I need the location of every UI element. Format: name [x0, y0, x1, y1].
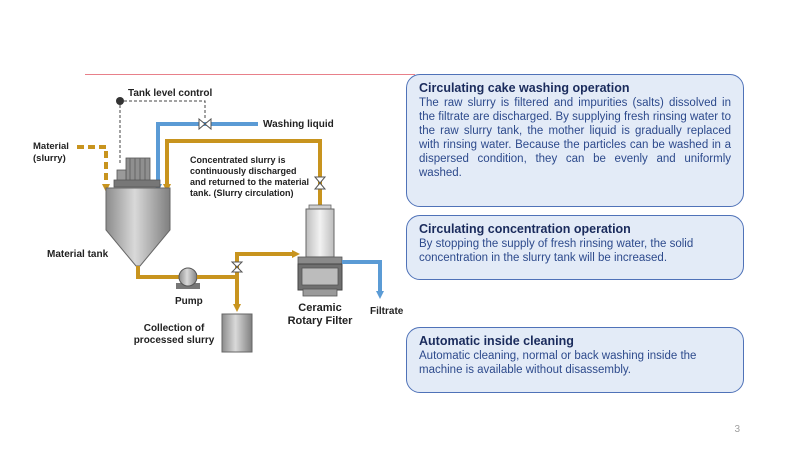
washing-valve-icon [198, 117, 212, 131]
return-valve-icon [313, 176, 327, 190]
material-tank [105, 187, 171, 267]
inside-cleaning-section: Automatic inside cleaning Automatic clea… [406, 327, 744, 393]
feed-valve-icon [230, 261, 244, 273]
material-inlet-line [77, 145, 110, 192]
section-title: Circulating concentration operation [419, 222, 631, 236]
ceramic-rotary-filter [297, 204, 343, 297]
header-rule [85, 74, 415, 75]
tank-level-control-label: Tank level control [128, 88, 213, 99]
collection-vessel [221, 313, 253, 353]
process-diagram [77, 97, 384, 353]
agitator-motor-icon [113, 157, 161, 188]
collection-label: Collection of processed slurry [133, 323, 215, 346]
page-number: 3 [734, 424, 740, 435]
section-body: The raw slurry is filtered and impuritie… [419, 97, 731, 179]
slurry-return-line [163, 139, 322, 205]
section-body: By stopping the supply of fresh rinsing … [419, 238, 694, 264]
ceramic-filter-label: Ceramic Rotary Filter [287, 302, 353, 327]
washing-liquid-label: Washing liquid [263, 119, 334, 130]
tank-outlet-line [136, 266, 180, 279]
cake-washing-section: Circulating cake washing operation The r… [406, 74, 744, 207]
pump-icon [176, 267, 200, 289]
level-sensor-icon [116, 97, 124, 105]
control-signal-line [124, 100, 206, 118]
material-tank-label: Material tank [47, 249, 109, 260]
material-slurry-label: Material (slurry) [33, 141, 69, 164]
section-title: Automatic inside cleaning [419, 334, 574, 348]
filtrate-label: Filtrate [370, 306, 404, 317]
concentrated-slurry-note: Concentrated slurry is continuously disc… [190, 155, 310, 198]
pump-label: Pump [175, 296, 203, 307]
section-title: Circulating cake washing operation [419, 81, 630, 95]
feed-line [197, 250, 300, 279]
concentration-section: Circulating concentration operation By s… [406, 215, 744, 280]
filtrate-line [342, 260, 384, 299]
washing-liquid-line [154, 122, 258, 192]
section-body: Automatic cleaning, normal or back washi… [419, 350, 697, 376]
